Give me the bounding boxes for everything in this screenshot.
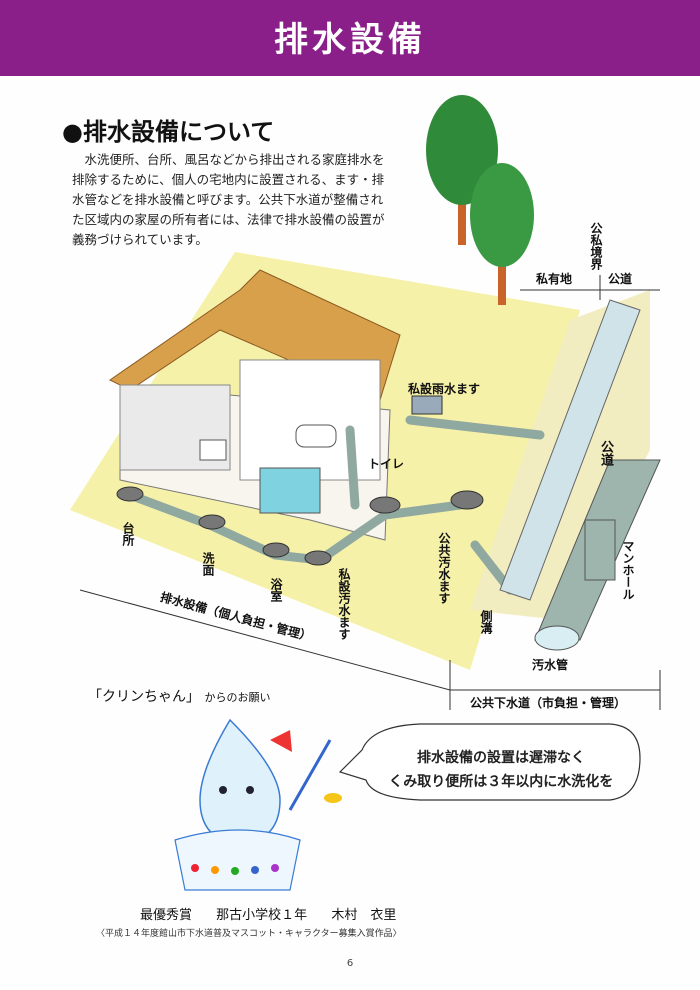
rain-basin-label: 私設雨水ます [408, 382, 481, 396]
boundary-label: 公私境界 [589, 222, 603, 270]
mascot-name: 「クリンちゃん」 [88, 689, 200, 705]
school-name: 那古小学校１年 [216, 908, 308, 923]
intro-paragraph: 水洗便所、台所、風呂などから排出される家庭排水を 排除するために、個人の宅地内に… [72, 152, 385, 247]
mascot-message: 排水設備の設置は遅滞なく くみ取り便所は３年以内に水洗化を [388, 750, 614, 790]
sewer-pipe-label: 汚水管 [532, 658, 569, 672]
washroom-label: 洗面 [201, 552, 215, 576]
side-ditch-label: 側溝 [479, 610, 493, 634]
manhole-label: マンホール [621, 540, 635, 600]
public-section-label: 公共下水道（市負担・管理） [470, 696, 627, 710]
toilet-label: トイレ [368, 457, 405, 471]
mascot-title: 「クリンちゃん」 からのお願い [88, 686, 270, 706]
header-bar: 排水設備 [0, 0, 700, 76]
author-name: 木村 衣里 [331, 908, 397, 923]
mascot-drawing [174, 718, 342, 891]
speech-bubble [338, 723, 641, 801]
public-sewage-basin-label: 公共汚水ます [437, 532, 451, 604]
section-heading: ●排水設備について [62, 118, 275, 146]
bathroom-label: 浴室 [269, 578, 283, 602]
road-vertical-label: 公道 [598, 440, 613, 466]
award-line: 最優秀賞 那古小学校１年 木村 衣里 [140, 904, 416, 923]
tree-icon [426, 95, 534, 305]
house-cutaway [109, 269, 401, 541]
kitchen-label: 台所 [121, 522, 135, 546]
side-ditch [499, 299, 641, 601]
mascot-subtitle: からのお願い [204, 691, 271, 704]
award-caption: 〈平成１４年度館山市下水道普及マスコット・キャラクター募集入賞作品〉 [96, 929, 402, 939]
page-title: 排水設備 [274, 20, 426, 60]
private-sewage-basin-label: 私設汚水ます [337, 568, 351, 640]
private-land-label: 私有地 [536, 272, 573, 286]
award-name: 最優秀賞 [140, 908, 193, 923]
page-number: 6 [346, 958, 354, 969]
public-road-label: 公道 [608, 272, 633, 286]
